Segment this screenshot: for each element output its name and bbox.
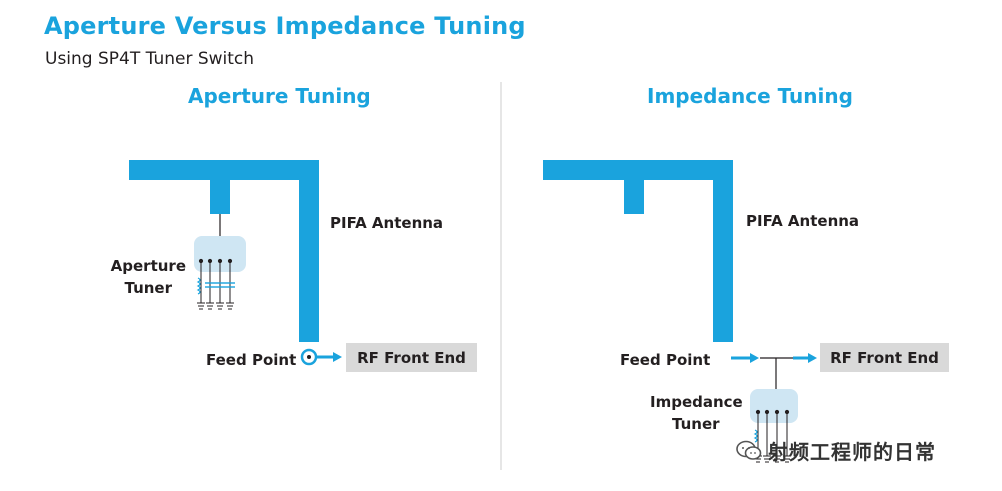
aperture-tuner-label-line1: Aperture: [110, 257, 186, 275]
impedance-tuner-label-line1: Impedance: [650, 393, 743, 411]
impedance-feed-point-label: Feed Point: [620, 351, 711, 369]
aperture-antenna-label: PIFA Antenna: [330, 214, 444, 232]
wechat-icon: [736, 440, 762, 460]
page-subtitle: Using SP4T Tuner Switch: [45, 49, 255, 69]
impedance-antenna: [543, 160, 733, 342]
aperture-antenna: [129, 160, 319, 342]
page-title: Aperture Versus Impedance Tuning: [44, 12, 526, 40]
aperture-tuner-label-line2: Tuner: [124, 279, 172, 297]
watermark-text: 射频工程师的日常: [768, 440, 936, 464]
aperture-feed-point: [300, 348, 342, 366]
aperture-rf-front-end: RF Front End: [346, 343, 477, 372]
impedance-tuner-label-line2: Tuner: [672, 415, 720, 433]
watermark: 射频工程师的日常: [736, 436, 936, 465]
impedance-rf-front-end: RF Front End: [820, 343, 949, 372]
impedance-antenna-label: PIFA Antenna: [746, 212, 860, 230]
impedance-panel-title: Impedance Tuning: [647, 84, 853, 108]
aperture-feed-point-label: Feed Point: [206, 351, 297, 369]
impedance-tuner: [750, 389, 798, 463]
aperture-panel-title: Aperture Tuning: [188, 84, 371, 108]
aperture-tuner: [194, 236, 246, 310]
